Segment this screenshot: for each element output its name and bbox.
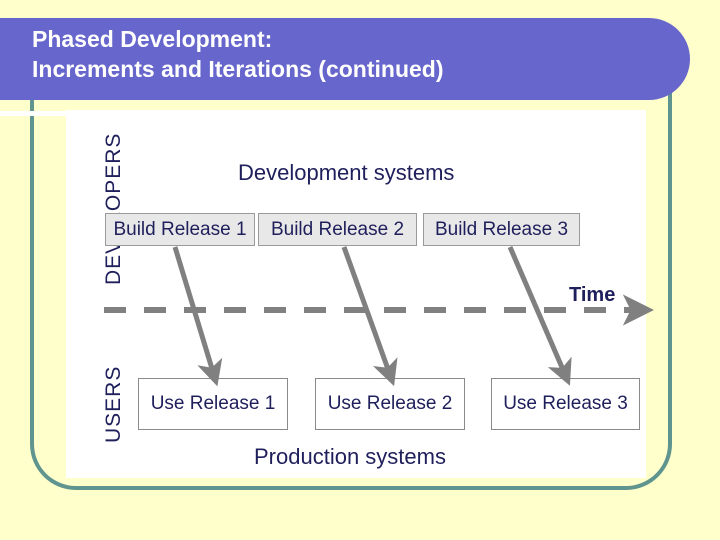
slide-frame-border — [30, 40, 672, 490]
use-release-box-3: Use Release 3 — [491, 378, 640, 430]
build-release-box-3: Build Release 3 — [423, 213, 580, 246]
caption-production-systems: Production systems — [254, 444, 446, 469]
axis-label-users: USERS — [102, 365, 125, 443]
use-release-box-2: Use Release 2 — [315, 378, 465, 430]
build-release-box-2: Build Release 2 — [258, 213, 417, 246]
page-title: Phased Development: Increments and Itera… — [32, 24, 672, 84]
caption-development-systems: Development systems — [238, 160, 455, 185]
time-axis-label: Time — [569, 284, 616, 306]
use-release-box-1: Use Release 1 — [138, 378, 288, 430]
title-line-1: Phased Development: — [32, 26, 273, 52]
title-line-2: Increments and Iterations (continued) — [32, 56, 444, 82]
build-release-box-1: Build Release 1 — [105, 213, 255, 246]
axis-label-developers: DEVELOPERS — [102, 132, 125, 285]
